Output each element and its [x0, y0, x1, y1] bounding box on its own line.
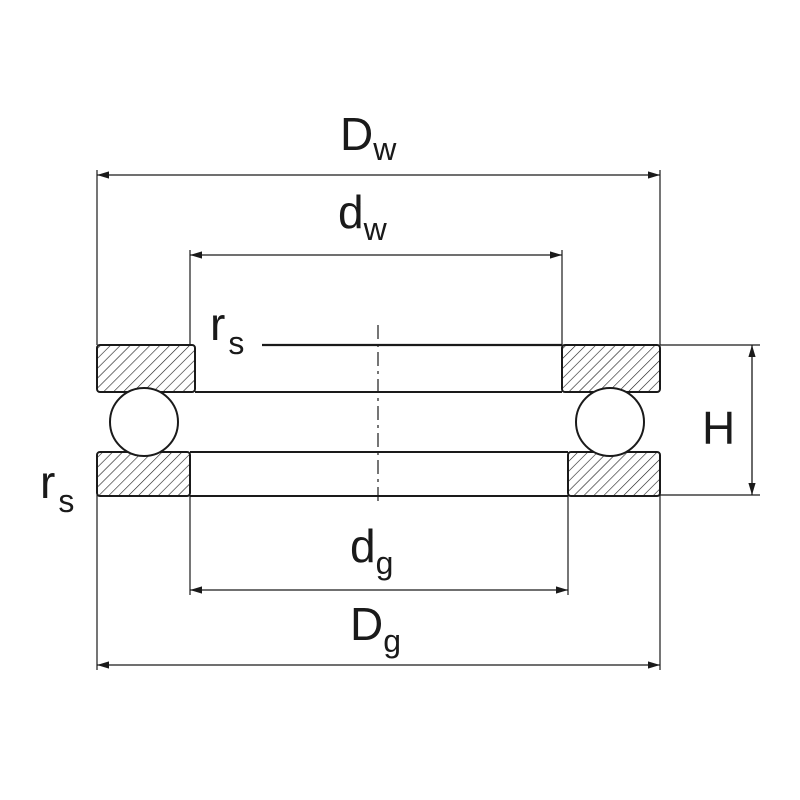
label-rs-upper: rs — [210, 298, 244, 361]
ball-right — [575, 387, 645, 457]
ball-left — [109, 387, 179, 457]
shaft-washer — [96, 344, 661, 393]
label-rs-lower: rs — [40, 456, 74, 519]
dimension-lines — [97, 171, 756, 669]
label-Dw: Dw — [340, 108, 397, 167]
label-dw: dw — [338, 186, 388, 247]
extension-lines — [96, 170, 760, 670]
label-Dg: Dg — [350, 598, 401, 659]
housing-washer — [96, 451, 661, 497]
label-H: H — [702, 402, 735, 454]
label-dg: dg — [350, 520, 393, 581]
